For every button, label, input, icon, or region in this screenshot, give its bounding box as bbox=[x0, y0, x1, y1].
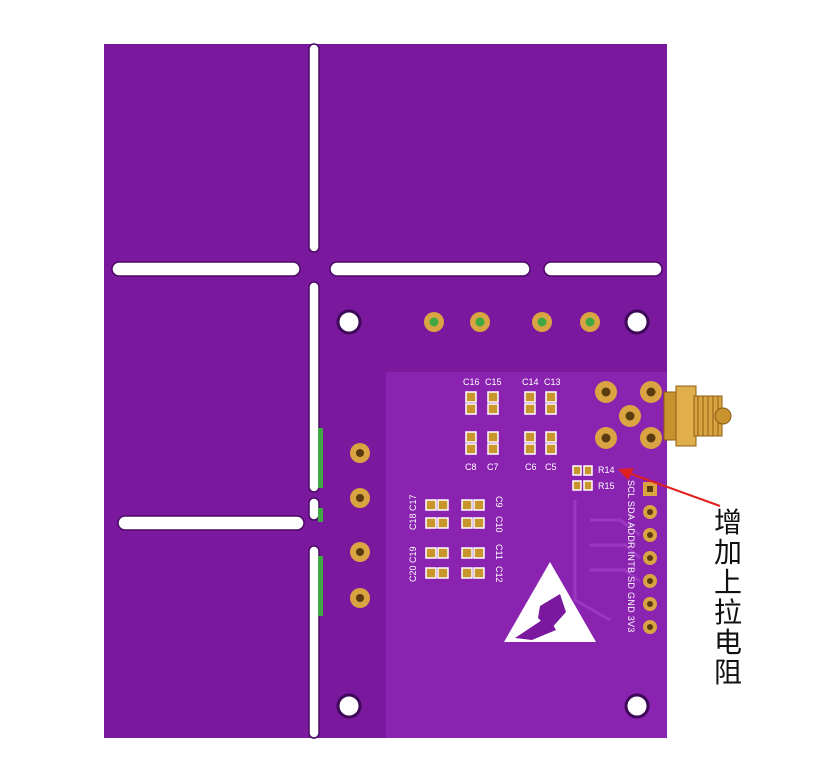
annotation-char: 阻 bbox=[713, 656, 742, 689]
mounting-holes bbox=[336, 309, 650, 719]
left-through-holes bbox=[350, 443, 370, 608]
annotation-arrow bbox=[618, 468, 721, 507]
header-pin-labels: SCL SDA ADDR INTB SD GND 3V3 bbox=[626, 480, 636, 633]
annotation-text: 增 加 上 拉 电 阻 bbox=[708, 508, 748, 688]
label-c10: C10 bbox=[494, 516, 504, 533]
label-c13: C13 bbox=[544, 377, 561, 387]
sma-pads bbox=[595, 381, 662, 449]
annotation-char: 加 bbox=[713, 536, 742, 569]
label-c11: C11 bbox=[494, 544, 504, 560]
annotation-char: 上 bbox=[713, 566, 742, 599]
pcb-traces bbox=[573, 500, 641, 622]
label-c7: C7 bbox=[487, 462, 499, 472]
label-c12: C12 bbox=[494, 566, 504, 583]
label-c16: C16 bbox=[463, 377, 480, 387]
esd-warning-icon bbox=[504, 562, 596, 642]
annotation-char: 拉 bbox=[713, 596, 742, 629]
label-c18-c17: C18 C17 bbox=[408, 494, 418, 530]
label-r15: R15 bbox=[598, 481, 615, 491]
label-r14: R14 bbox=[598, 465, 615, 475]
panel-slots bbox=[111, 43, 663, 739]
header-pins bbox=[643, 482, 657, 634]
label-c8: C8 bbox=[465, 462, 477, 472]
sma-connector-icon bbox=[663, 385, 732, 447]
capacitor-pads bbox=[425, 391, 593, 579]
label-c20-c19: C20 C19 bbox=[408, 546, 418, 582]
label-c6: C6 bbox=[525, 462, 537, 472]
annotation-char: 电 bbox=[713, 626, 742, 659]
annotation-char: 增 bbox=[713, 506, 742, 539]
label-c14: C14 bbox=[522, 377, 539, 387]
label-c5: C5 bbox=[545, 462, 557, 472]
top-through-holes bbox=[424, 312, 600, 332]
green-edge-strips bbox=[318, 428, 323, 616]
label-c15: C15 bbox=[485, 377, 502, 387]
label-c9: C9 bbox=[494, 496, 504, 508]
